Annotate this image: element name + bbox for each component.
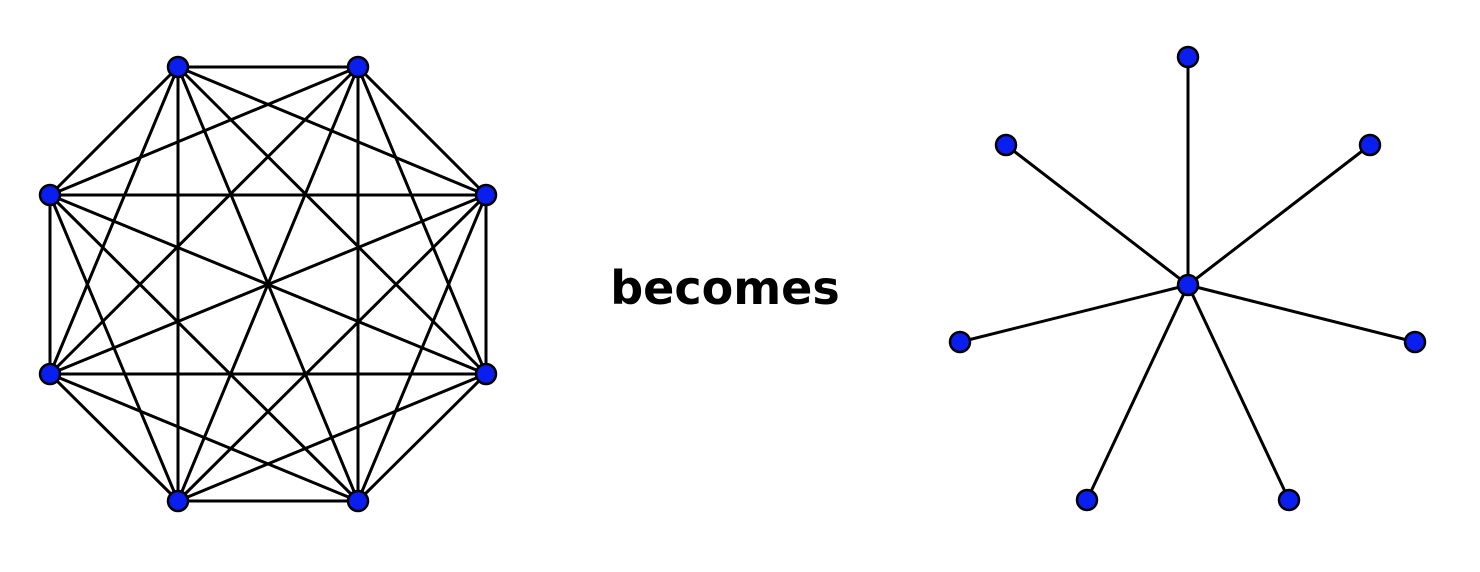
complete-edge [48,372,360,503]
star-edge [1186,283,1291,502]
complete-node [346,489,370,513]
star-edge [1186,143,1372,287]
star-leaf-node [1358,133,1382,157]
complete-node [166,489,190,513]
complete-edge [356,372,488,503]
complete-node [38,183,62,207]
star-leaf-node [1075,488,1099,512]
star-graph-nodes [948,45,1427,512]
complete-graph-edges [48,65,488,503]
complete-edge [48,372,180,503]
complete-node [166,55,190,79]
star-graph-edges [958,55,1417,502]
complete-edge [176,372,488,503]
complete-node [346,55,370,79]
star-leaf-node [1403,330,1427,354]
complete-edge [176,193,488,503]
complete-graph [38,55,498,513]
complete-edge [48,65,180,197]
star-edge [958,283,1190,344]
star-leaf-node [948,330,972,354]
complete-node [38,362,62,386]
complete-node [474,362,498,386]
star-center-node [1176,273,1200,297]
complete-edge [48,65,360,376]
star-leaf-node [1176,45,1200,69]
star-edge [1085,283,1190,502]
complete-edge [48,193,360,503]
complete-edge [356,65,488,197]
star-edge [1186,283,1417,344]
complete-edge [176,65,488,376]
complete-edge [48,193,488,376]
complete-node [474,183,498,207]
star-graph [948,45,1427,512]
star-leaf-node [994,133,1018,157]
complete-edge [48,193,180,503]
complete-edge [48,65,360,197]
star-edge [1004,143,1190,287]
complete-graph-nodes [38,55,498,513]
becomes-label: becomes [610,261,840,315]
star-leaf-node [1277,488,1301,512]
